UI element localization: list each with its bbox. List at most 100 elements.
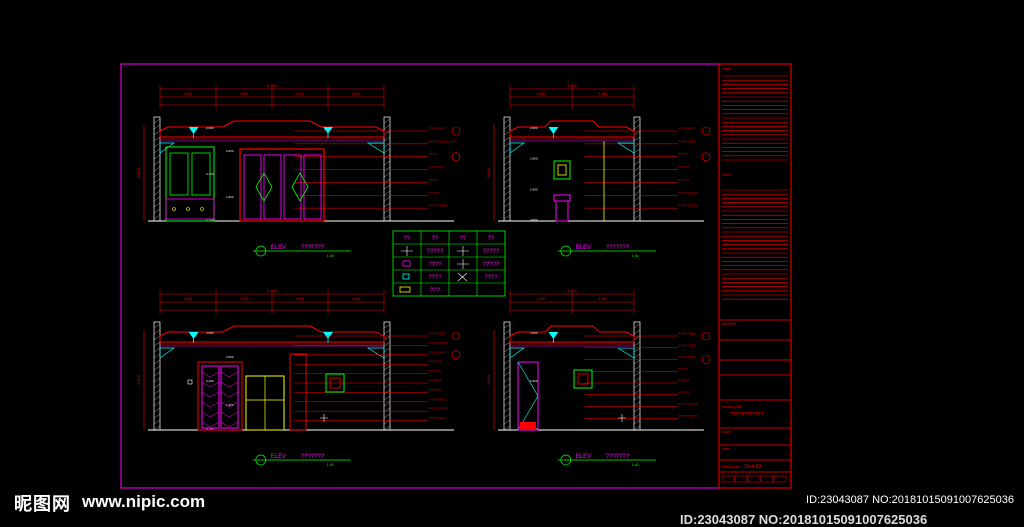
legend-desc: ????? — [483, 249, 500, 255]
wall-hatch — [383, 148, 391, 154]
dim-label-overall: 3,240 — [567, 288, 578, 293]
wall-hatch — [383, 166, 391, 172]
dim-label: 1,450 — [352, 297, 361, 301]
height-dim-label: 2,600 — [136, 167, 141, 178]
dim-label-overall: 6,700 — [267, 288, 278, 293]
level-mark: 0.100 — [206, 427, 214, 431]
wall-hatch — [633, 166, 641, 172]
cross-symbol-icon — [618, 414, 626, 422]
wall-hatch — [153, 413, 161, 419]
cross-symbol-icon — [401, 246, 413, 256]
title-block-cell — [747, 475, 761, 483]
elev-scale: 1:40 — [327, 463, 334, 467]
section-marker — [451, 152, 461, 162]
wall-hatch — [633, 383, 641, 389]
wall-hatch — [153, 395, 161, 401]
drawer-knob-icon — [186, 207, 190, 211]
drawer-knob-icon — [200, 207, 204, 211]
ceiling-light-icon — [323, 127, 333, 134]
wall-hatch — [153, 208, 161, 214]
legend-header: ?? — [488, 236, 495, 242]
title-block-cell — [760, 475, 774, 483]
wall-hatch — [153, 172, 161, 178]
title-field-drawing-title: Drawing Title — [722, 405, 742, 409]
wall-hatch — [633, 142, 641, 148]
wall-hatch — [503, 202, 511, 208]
level-mark: 2,600 — [226, 149, 234, 153]
wall-hatch — [153, 335, 161, 341]
title-drawing-title-value: ???????????? — [730, 412, 764, 418]
note-label: ???????? — [678, 343, 697, 348]
dim-label: 2,000 — [296, 297, 305, 301]
dim-label: 1,800 — [537, 92, 546, 96]
wall-hatch — [633, 148, 641, 154]
wall-hatch — [633, 359, 641, 365]
note-label: ????????? — [678, 413, 699, 418]
wall-hatch — [633, 118, 641, 124]
wall-hatch — [633, 136, 641, 142]
wall-hatch — [153, 148, 161, 154]
wall-hatch — [383, 172, 391, 178]
wall-hatch — [503, 401, 511, 407]
wall-hatch — [383, 401, 391, 407]
wall-picture-inner — [577, 373, 589, 385]
wall-hatch — [633, 323, 641, 329]
door-leaf — [283, 154, 302, 220]
level-mark: 2,600 — [530, 379, 538, 383]
wall-hatch — [383, 413, 391, 419]
wall-hatch — [503, 395, 511, 401]
wall-hatch — [153, 154, 161, 160]
wall-hatch — [383, 395, 391, 401]
door-diamond — [291, 172, 309, 202]
wall-hatch — [383, 359, 391, 365]
ceiling-light-icon — [188, 127, 199, 134]
dim-label: 1,450 — [184, 297, 193, 301]
wall-hatch — [383, 136, 391, 142]
corner-trim — [366, 347, 385, 359]
title-block-cell — [773, 475, 787, 483]
wall-hatch — [383, 190, 391, 196]
note-label: ???????? — [678, 331, 697, 336]
note-label: ????????? — [678, 203, 699, 208]
wall-hatch — [503, 154, 511, 160]
wall-hatch — [153, 359, 161, 365]
wall-hatch — [153, 184, 161, 190]
level-mark: 0.800 — [530, 218, 538, 222]
wall-hatch — [383, 365, 391, 371]
wall-hatch — [633, 407, 641, 413]
wall-hatch — [383, 335, 391, 341]
wall-hatch — [633, 395, 641, 401]
door-pattern — [201, 371, 239, 378]
wall-hatch — [503, 208, 511, 214]
wall-hatch — [633, 172, 641, 178]
dim-label: 1,450 — [352, 92, 361, 96]
cross-symbol-icon — [457, 246, 469, 256]
corner-trim — [159, 347, 176, 359]
door-pattern — [201, 381, 239, 388]
wall-hatch — [633, 202, 641, 208]
wall-hatch — [153, 341, 161, 347]
wall-picture — [325, 373, 345, 393]
section-marker — [451, 350, 461, 360]
level-mark: 2,600 — [206, 331, 214, 335]
wall-hatch — [503, 166, 511, 172]
wall-hatch — [153, 190, 161, 196]
level-mark: 1,600 — [226, 403, 234, 407]
wall-hatch — [153, 124, 161, 130]
wall-hatch — [633, 335, 641, 341]
wall-hatch — [503, 148, 511, 154]
door-diamond — [255, 172, 273, 202]
corner-trim — [616, 347, 635, 359]
wall-hatch — [503, 377, 511, 383]
dim-label-overall: 3,240 — [567, 83, 578, 88]
corner-trim — [616, 142, 635, 154]
level-mark: 0.100 — [206, 218, 214, 222]
wall-hatch — [503, 130, 511, 136]
left-wall — [503, 321, 511, 431]
note-label: ????? — [678, 177, 690, 182]
elev-scale: 1:40 — [327, 254, 334, 258]
wall-hatch — [633, 160, 641, 166]
wall-hatch — [503, 118, 511, 124]
elev-title-label: ELEV — [576, 245, 591, 251]
